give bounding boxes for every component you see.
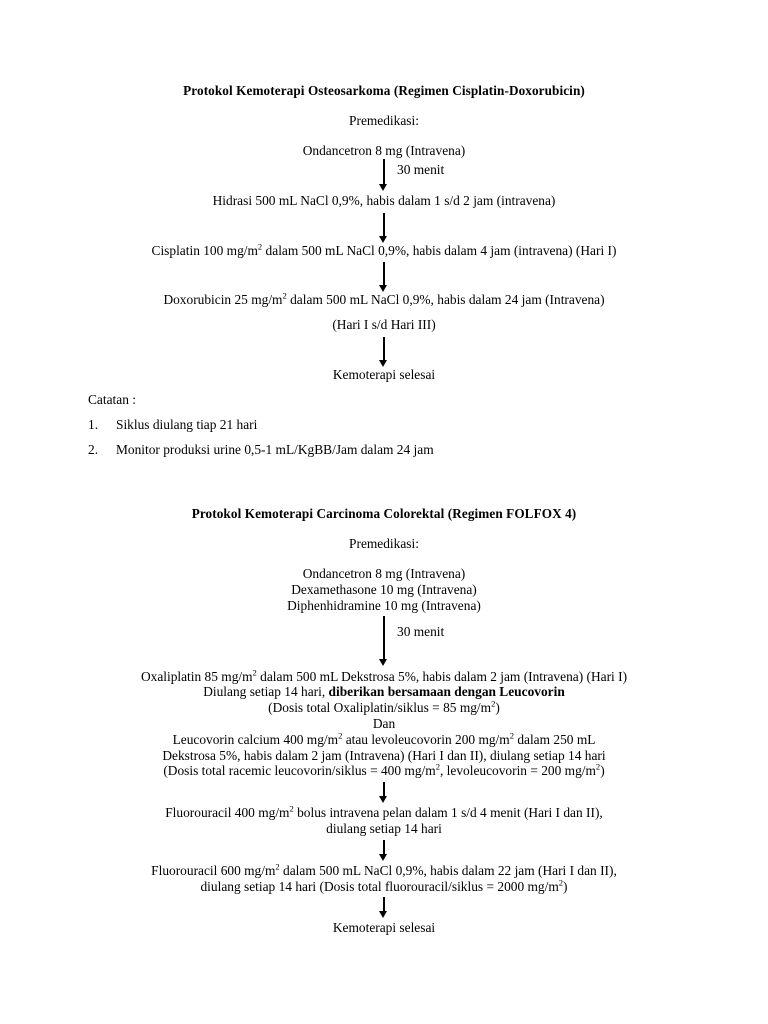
protocol-2-end-label: Kemoterapi selesai [332, 920, 436, 936]
arrow-premed-to-oxaliplatin-row: 30 menit [88, 614, 680, 669]
fu-infusion-total-a: diulang setiap 14 hari (Dosis total fluo… [200, 878, 559, 894]
protocol-2-premedication-item-0: Ondancetron 8 mg (Intravena) [302, 566, 466, 582]
arrow-label-30-menit-1: 30 menit [397, 161, 445, 177]
note-text: Monitor produksi urine 0,5-1 mL/KgBB/Jam… [116, 442, 434, 458]
protocol-1-premedication-item-0: Ondancetron 8 mg (Intravena) [302, 143, 466, 159]
leucovorin-superscript-1: 2 [338, 730, 343, 741]
fu-infusion-text-b: dalam 500 mL NaCl 0,9%, habis dalam 22 j… [279, 862, 617, 878]
down-arrow-icon [377, 209, 391, 243]
leucovorin-total-superscript-1: 2 [435, 761, 440, 772]
protocol-1-step-doxorubicin-days: (Hari I s/d Hari III) [332, 317, 436, 333]
note-item: 2. Monitor produksi urine 0,5-1 mL/KgBB/… [88, 443, 680, 458]
protocol-osteosarkoma: Protokol Kemoterapi Osteosarkoma (Regime… [88, 84, 680, 458]
leucovorin-superscript-2: 2 [509, 730, 514, 741]
arrow-leucovorin-to-fu-bolus-row [88, 779, 680, 805]
arrow-doxorubicin-to-end-row [88, 333, 680, 368]
down-arrow-icon [377, 258, 391, 293]
protocol-2-oxaliplatin-line3: (Dosis total Oxaliplatin/siklus = 85 mg/… [88, 698, 680, 716]
protocol-2-leucovorin-line2: Dekstrosa 5%, habis dalam 2 jam (Intrave… [162, 747, 606, 763]
doxorubicin-text-b: dalam 500 mL NaCl 0,9%, habis dalam 24 j… [286, 292, 605, 308]
down-arrow-icon [377, 333, 391, 368]
down-arrow-icon [377, 837, 391, 863]
protocol-1-end-label: Kemoterapi selesai [332, 367, 436, 383]
protocol-1-step-hidrasi: Hidrasi 500 mL NaCl 0,9%, habis dalam 1 … [212, 192, 556, 208]
fu-infusion-superscript: 2 [275, 861, 280, 872]
protocol-1-step-doxorubicin: Doxorubicin 25 mg/m2 dalam 500 mL NaCl 0… [88, 292, 680, 308]
oxaliplatin-total-dose-a: (Dosis total Oxaliplatin/siklus = 85 mg/… [268, 700, 492, 716]
protocol-2-conjunction: Dan [372, 715, 396, 731]
arrow-fu-infusion-to-end-row [88, 894, 680, 920]
protocol-2-fu-bolus-line2: diulang setiap 14 hari [326, 821, 442, 837]
protocol-2-fu-infusion-line1: Fluorouracil 600 mg/m2 dalam 500 mL NaCl… [88, 861, 680, 879]
protocol-1-notes: Catatan : 1. Siklus diulang tiap 21 hari… [88, 391, 680, 458]
note-number: 2. [88, 442, 99, 458]
fu-infusion-text-a: Fluorouracil 600 mg/m [151, 862, 276, 878]
document-body: Protokol Kemoterapi Osteosarkoma (Regime… [88, 84, 680, 936]
arrow-fu-bolus-to-fu-infusion-row [88, 837, 680, 863]
protocol-2-oxaliplatin-line2: Diulang setiap 14 hari, diberikan bersam… [88, 684, 680, 700]
leucovorin-total-a: (Dosis total racemic leucovorin/siklus =… [163, 763, 436, 779]
oxaliplatin-repeat-text: Diulang setiap 14 hari, [203, 684, 329, 700]
fu-bolus-text-b: bolus intravena pelan dalam 1 s/d 4 meni… [293, 805, 603, 821]
fu-bolus-superscript: 2 [289, 803, 294, 814]
protocol-2-fu-infusion-line2: diulang setiap 14 hari (Dosis total fluo… [88, 877, 680, 895]
fu-infusion-total-superscript: 2 [558, 877, 564, 888]
protocol-2-premedication-item-2: Diphenhidramine 10 mg (Intravena) [287, 597, 481, 613]
leucovorin-total-c: ) [600, 763, 605, 779]
oxaliplatin-total-superscript: 2 [491, 698, 496, 709]
notes-heading: Catatan : [88, 391, 136, 407]
protocol-1-title: Protokol Kemoterapi Osteosarkoma (Regime… [183, 83, 585, 98]
note-item: 1. Siklus diulang tiap 21 hari [88, 416, 680, 433]
leucovorin-text-b: atau levoleucovorin 200 mg/m [342, 731, 510, 747]
oxaliplatin-text-a: Oxaliplatin 85 mg/m [140, 668, 253, 684]
protocol-2-title: Protokol Kemoterapi Carcinoma Colorektal… [191, 506, 577, 522]
arrow-hidrasi-to-cisplatin-row [88, 209, 680, 243]
cisplatin-text-b: dalam 500 mL NaCl 0,9%, habis dalam 4 ja… [262, 242, 617, 258]
down-arrow-icon [377, 894, 391, 920]
doxorubicin-superscript: 2 [282, 290, 287, 301]
fu-bolus-text-a: Fluorouracil 400 mg/m [165, 805, 290, 821]
arrow-cisplatin-to-doxorubicin-row [88, 258, 680, 293]
arrow-label-30-menit-2: 30 menit [397, 623, 445, 639]
down-arrow-icon [377, 158, 391, 193]
oxaliplatin-superscript: 2 [252, 667, 257, 678]
note-text: Siklus diulang tiap 21 hari [116, 416, 258, 432]
down-arrow-icon [377, 614, 391, 669]
doxorubicin-text-a: Doxorubicin 25 mg/m [163, 292, 283, 308]
protocol-colorektal: Protokol Kemoterapi Carcinoma Colorektal… [88, 507, 680, 936]
protocol-1-premedication-heading: Premedikasi: [349, 113, 419, 129]
protocol-2-premedication-heading: Premedikasi: [349, 536, 419, 552]
oxaliplatin-text-b: dalam 500 mL Dekstrosa 5%, habis dalam 2… [256, 668, 628, 684]
leucovorin-text-a: Leucovorin calcium 400 mg/m [172, 731, 339, 747]
down-arrow-icon [377, 779, 391, 805]
oxaliplatin-total-dose-b: ) [495, 700, 500, 716]
fu-infusion-total-b: ) [563, 878, 568, 894]
note-number: 1. [88, 416, 99, 432]
protocol-2-leucovorin-line1: Leucovorin calcium 400 mg/m2 atau levole… [88, 730, 680, 748]
protocol-2-leucovorin-line3: (Dosis total racemic leucovorin/siklus =… [88, 763, 680, 779]
leucovorin-total-b: , levoleucovorin = 200 mg/m [439, 763, 596, 779]
cisplatin-text-a: Cisplatin 100 mg/m [151, 242, 258, 258]
cisplatin-superscript: 2 [257, 241, 263, 252]
protocol-2-fu-bolus-line1: Fluorouracil 400 mg/m2 bolus intravena p… [88, 803, 680, 821]
protocol-2-premedication-item-1: Dexamethasone 10 mg (Intravena) [291, 581, 477, 597]
protocol-1-step-cisplatin: Cisplatin 100 mg/m2 dalam 500 mL NaCl 0,… [88, 241, 680, 259]
oxaliplatin-with-leucovorin-bold: diberikan bersamaan dengan Leucovorin [328, 684, 565, 700]
leucovorin-text-c: dalam 250 mL [513, 731, 596, 747]
protocol-2-oxaliplatin-line1: Oxaliplatin 85 mg/m2 dalam 500 mL Dekstr… [88, 667, 680, 685]
arrow-premed-to-hidrasi-row: 30 menit [88, 158, 680, 193]
leucovorin-total-superscript-2: 2 [595, 761, 601, 772]
